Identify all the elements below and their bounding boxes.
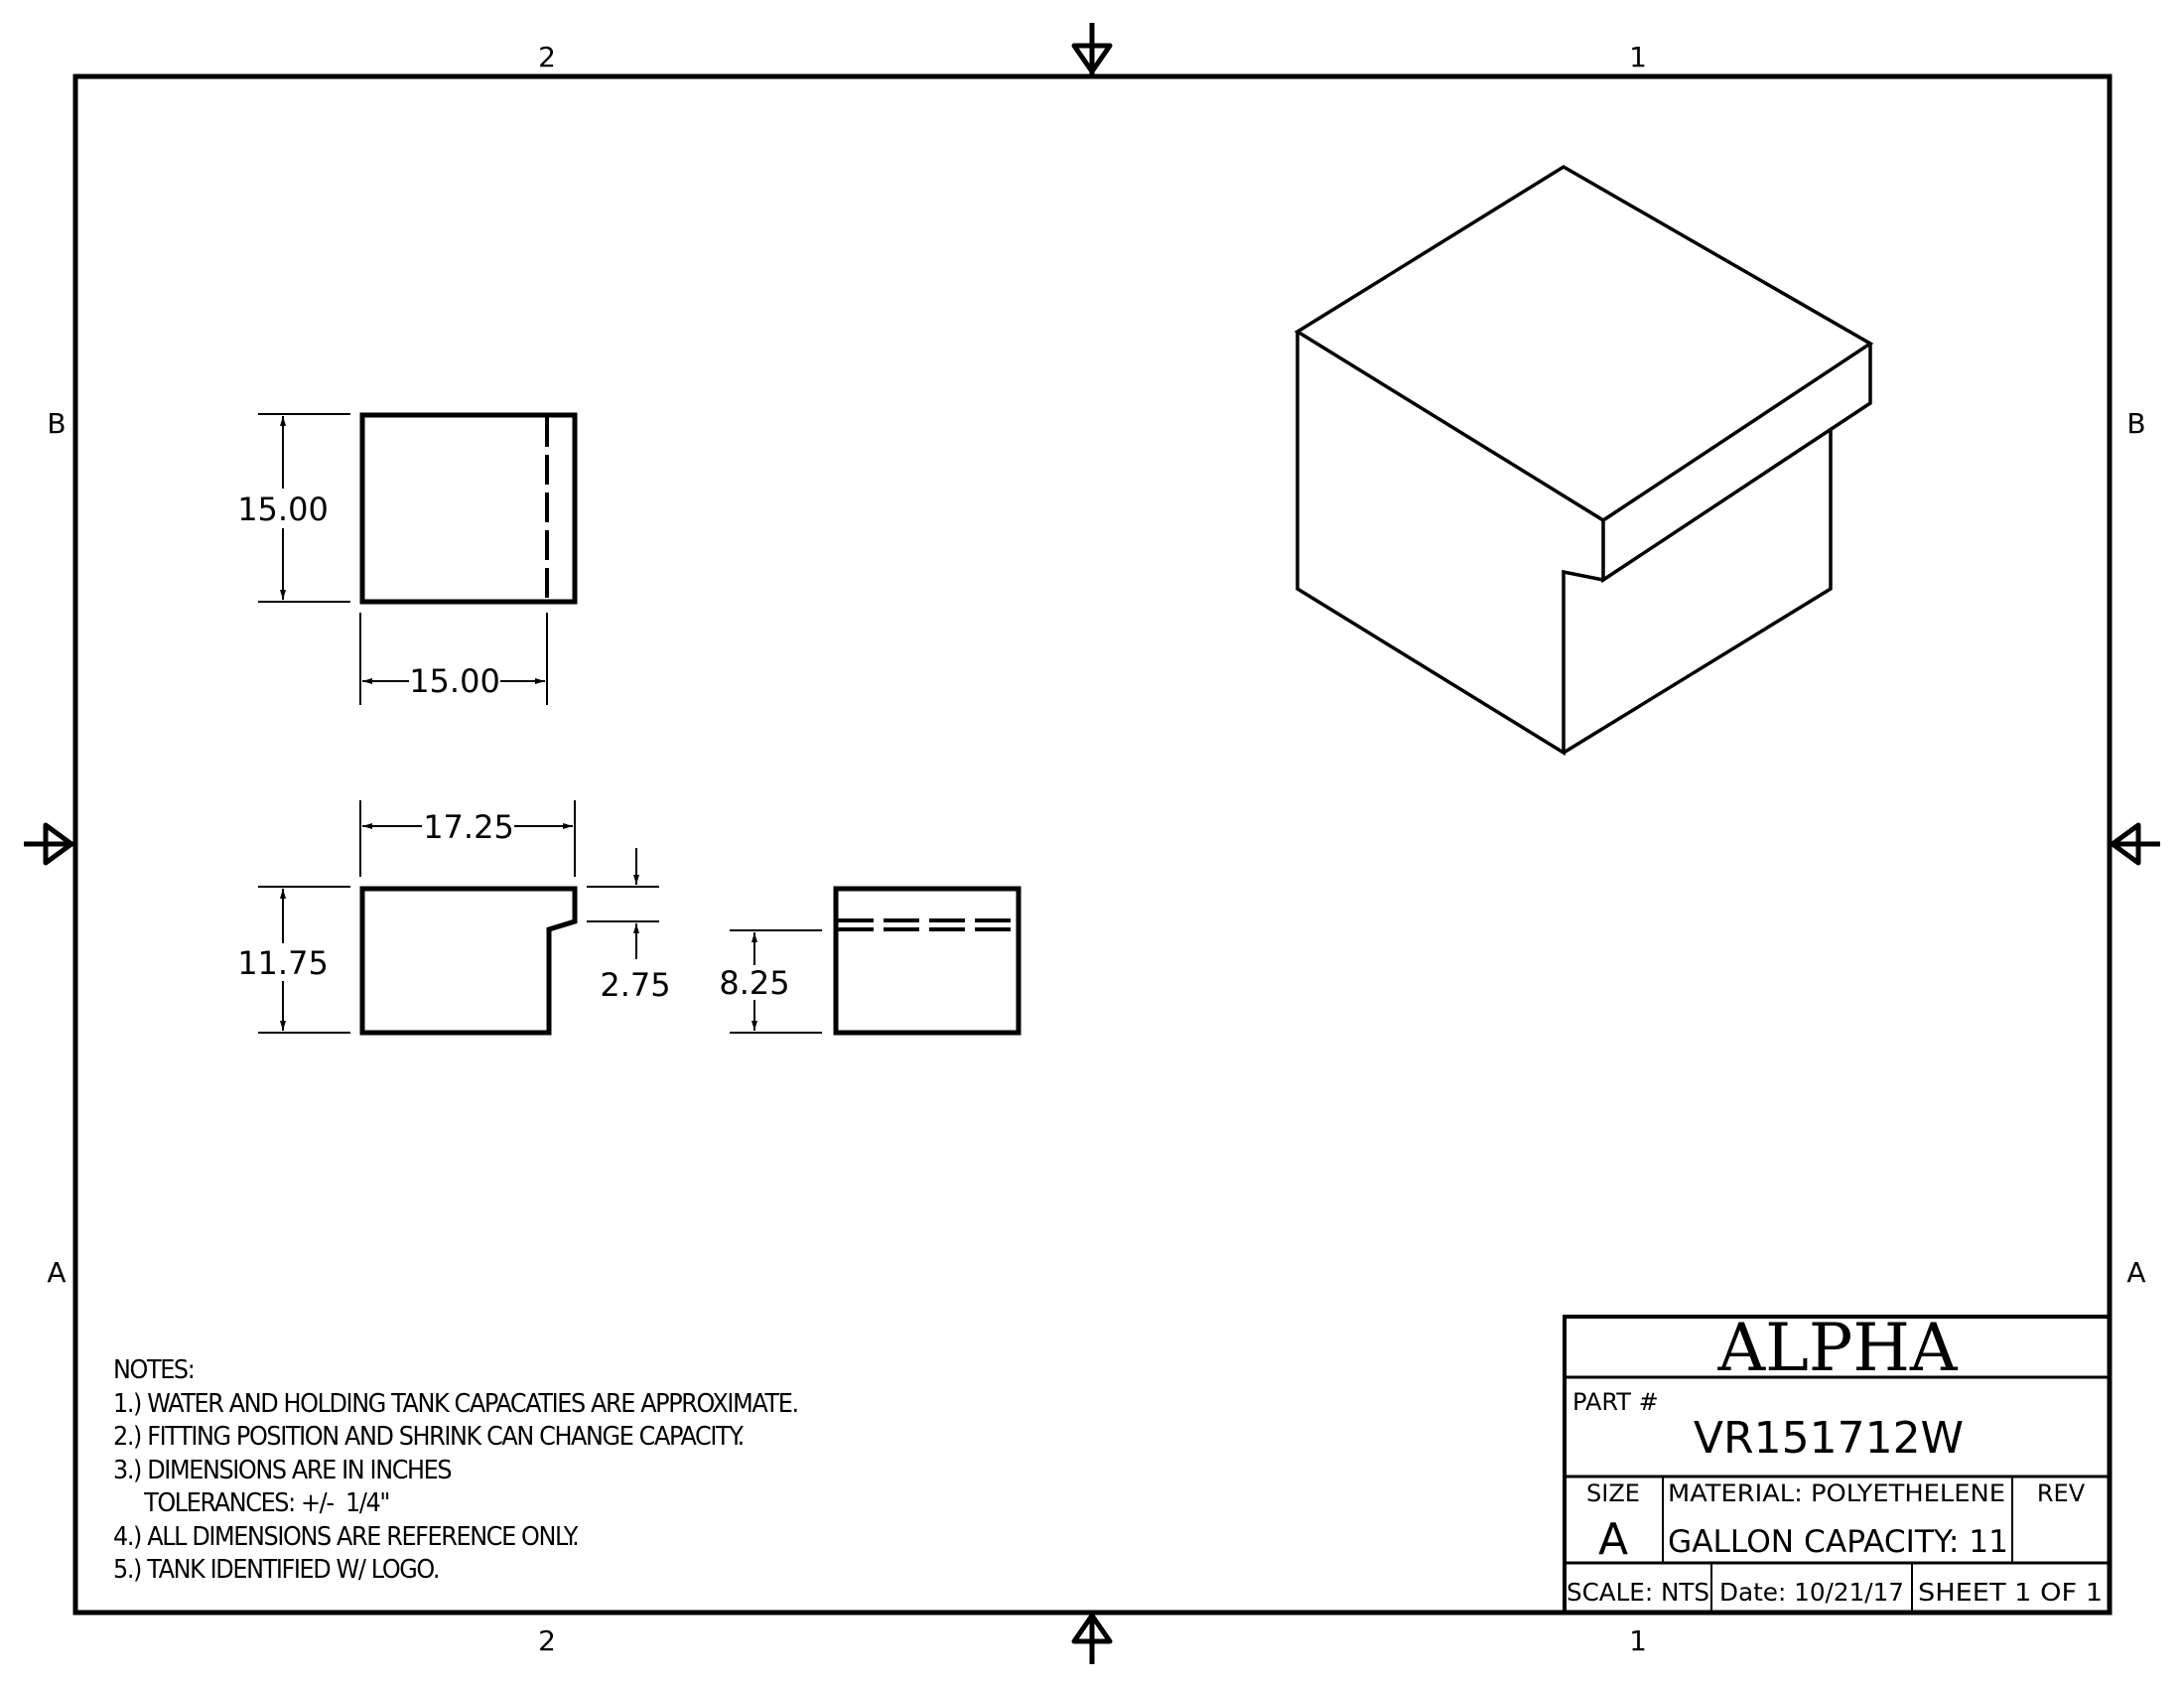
- size-label: SIZE: [1586, 1479, 1640, 1507]
- center-mark-left: [24, 822, 74, 866]
- zone-letter-right-b: B: [2126, 407, 2145, 440]
- part-number: VR151712W: [1694, 1413, 1964, 1464]
- notes-title: NOTES:: [113, 1355, 196, 1385]
- center-mark-bottom: [1071, 1613, 1113, 1664]
- note-item: 1.) WATER AND HOLDING TANK CAPACATIES AR…: [113, 1388, 799, 1419]
- dim-front-height: 11.75: [237, 944, 329, 982]
- dim-front-step: 2.75: [600, 966, 670, 1004]
- top-view: 15.00 15.00: [237, 412, 578, 705]
- zone-letter-right-a: A: [2126, 1256, 2145, 1289]
- note-item: 5.) TANK IDENTIFIED W/ LOGO.: [113, 1555, 441, 1585]
- part-number-label: PART #: [1572, 1388, 1659, 1416]
- zone-number-bottom-1: 1: [1629, 1624, 1647, 1657]
- zone-number-top-2: 2: [538, 41, 556, 73]
- note-item: 3.) DIMENSIONS ARE IN INCHES: [113, 1455, 453, 1485]
- isometric-view: [1294, 164, 1874, 757]
- note-item: 4.) ALL DIMENSIONS ARE REFERENCE ONLY.: [113, 1521, 580, 1552]
- sheet: SHEET 1 OF 1: [1918, 1578, 2103, 1607]
- note-item: TOLERANCES: +/- 1/4": [113, 1488, 390, 1518]
- side-view: 8.25: [719, 886, 1022, 1036]
- front-view: 17.25 11.75 2.75: [237, 800, 671, 1036]
- zone-number-top-1: 1: [1629, 41, 1647, 73]
- dim-side-height: 8.25: [719, 964, 789, 1002]
- zone-letter-left-b: B: [47, 407, 66, 440]
- notes-block: NOTES: 1.) WATER AND HOLDING TANK CAPACA…: [113, 1354, 799, 1588]
- scale: SCALE: NTS: [1567, 1578, 1709, 1607]
- center-mark-top: [1071, 23, 1113, 74]
- dim-top-height: 15.00: [237, 491, 329, 528]
- material: MATERIAL: POLYETHELENE: [1668, 1479, 2005, 1507]
- gallon-capacity: GALLON CAPACITY: 11: [1668, 1524, 2008, 1560]
- dim-top-width: 15.00: [409, 662, 500, 700]
- center-mark-right: [2110, 822, 2160, 866]
- date: Date: 10/21/17: [1719, 1578, 1904, 1607]
- company-name: ALPHA: [1716, 1310, 1958, 1386]
- rev-label: REV: [2037, 1479, 2086, 1507]
- zone-letter-left-a: A: [47, 1256, 66, 1289]
- note-item: 2.) FITTING POSITION AND SHRINK CAN CHAN…: [113, 1422, 745, 1452]
- size-value: A: [1598, 1514, 1628, 1565]
- zone-number-bottom-2: 2: [538, 1624, 556, 1657]
- dim-front-width: 17.25: [423, 808, 514, 846]
- title-block: ALPHA PART # VR151712W SIZE A MATERIAL: …: [1563, 1310, 2112, 1615]
- sheet-border: [72, 73, 2113, 1616]
